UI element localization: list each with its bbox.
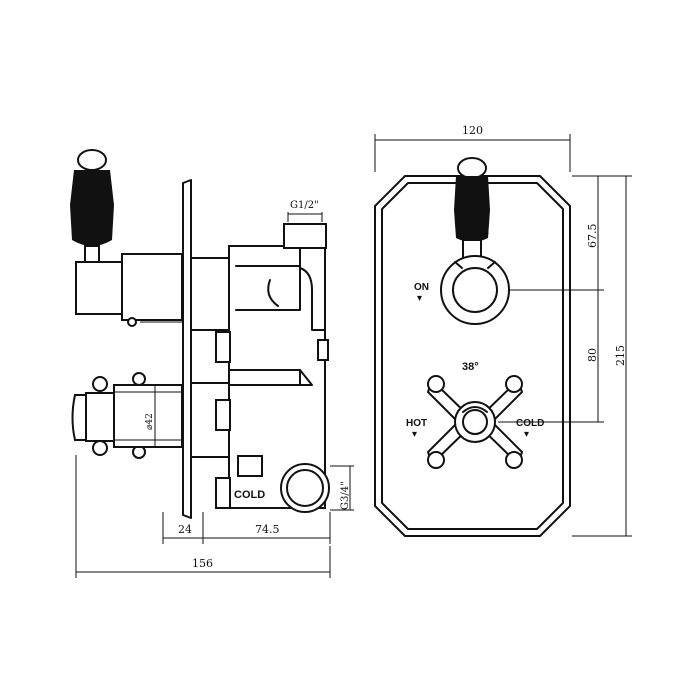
side-pipe-top <box>283 223 327 331</box>
hot-arrow-icon: ▾ <box>412 429 417 440</box>
dim-120-text: 120 <box>462 124 483 137</box>
cold-label: COLD <box>516 418 544 429</box>
dim-80-text: 80 <box>586 348 599 362</box>
dim-156-text: 156 <box>192 557 213 570</box>
dim-pipe-top: G1/2" <box>287 200 323 222</box>
side-crosshead-handle <box>71 372 183 459</box>
dim-pipe-top-text: G1/2" <box>290 200 319 211</box>
hot-label: HOT <box>406 418 427 429</box>
lever-collar <box>75 261 125 315</box>
dim-74-5-text: 74.5 <box>255 523 280 536</box>
lever-body <box>70 170 114 246</box>
on-arrow-icon: ▾ <box>417 293 422 304</box>
off-label: OFF <box>461 228 481 239</box>
front-view: OFF ▸ ON ▾ 38° HOT ▾ COLD ▾ <box>374 124 632 537</box>
front-lever <box>440 157 510 325</box>
dim-center-spacing: 80 <box>498 290 604 423</box>
cross-cap <box>71 394 87 441</box>
dim-pipe-bottom: G3/4" <box>330 465 354 511</box>
dim-plate-width: 120 <box>374 124 571 172</box>
dim-67-5-text: 67.5 <box>586 224 599 249</box>
cross-hub <box>85 392 115 442</box>
cross-knob-top <box>92 376 108 392</box>
dim-depths: 24 74.5 <box>162 512 331 544</box>
cold-arrow-icon: ▾ <box>524 429 529 440</box>
front-crosshead <box>426 375 524 469</box>
lever-spindle <box>121 253 183 321</box>
dim-diameter: ⌀42 <box>145 385 156 447</box>
cold-outlet-label: COLD <box>234 489 265 501</box>
lever-screw <box>127 317 137 327</box>
cross-spindle <box>113 384 183 448</box>
lever-knob-top <box>77 149 107 171</box>
side-cold-outlet: COLD <box>234 455 330 513</box>
crosshead-hub-inner <box>462 409 488 435</box>
dim-diameter-text: ⌀42 <box>145 413 155 430</box>
side-view: COLD G1/2" G3/4" ⌀42 24 74.5 <box>70 149 354 578</box>
cross-knob-bottom <box>92 440 108 456</box>
front-plate-inner <box>381 182 564 530</box>
side-wall-plate <box>182 179 192 519</box>
dim-24-text: 24 <box>178 523 192 536</box>
off-arrow-icon: ▸ <box>484 228 489 239</box>
front-lever-hub-inner <box>452 267 498 313</box>
cross-knob-upper-right <box>132 372 146 386</box>
on-label: ON <box>414 282 429 293</box>
dim-pipe-bottom-text: G3/4" <box>340 481 351 510</box>
temperature-label: 38° <box>462 361 479 373</box>
dim-215-text: 215 <box>614 345 627 366</box>
dim-plate-height: 215 <box>572 175 632 537</box>
dim-handle-offset: 67.5 <box>510 175 604 291</box>
front-plate-outer <box>374 175 571 537</box>
dim-overall: 156 <box>75 455 331 578</box>
side-lever-handle <box>70 149 183 327</box>
